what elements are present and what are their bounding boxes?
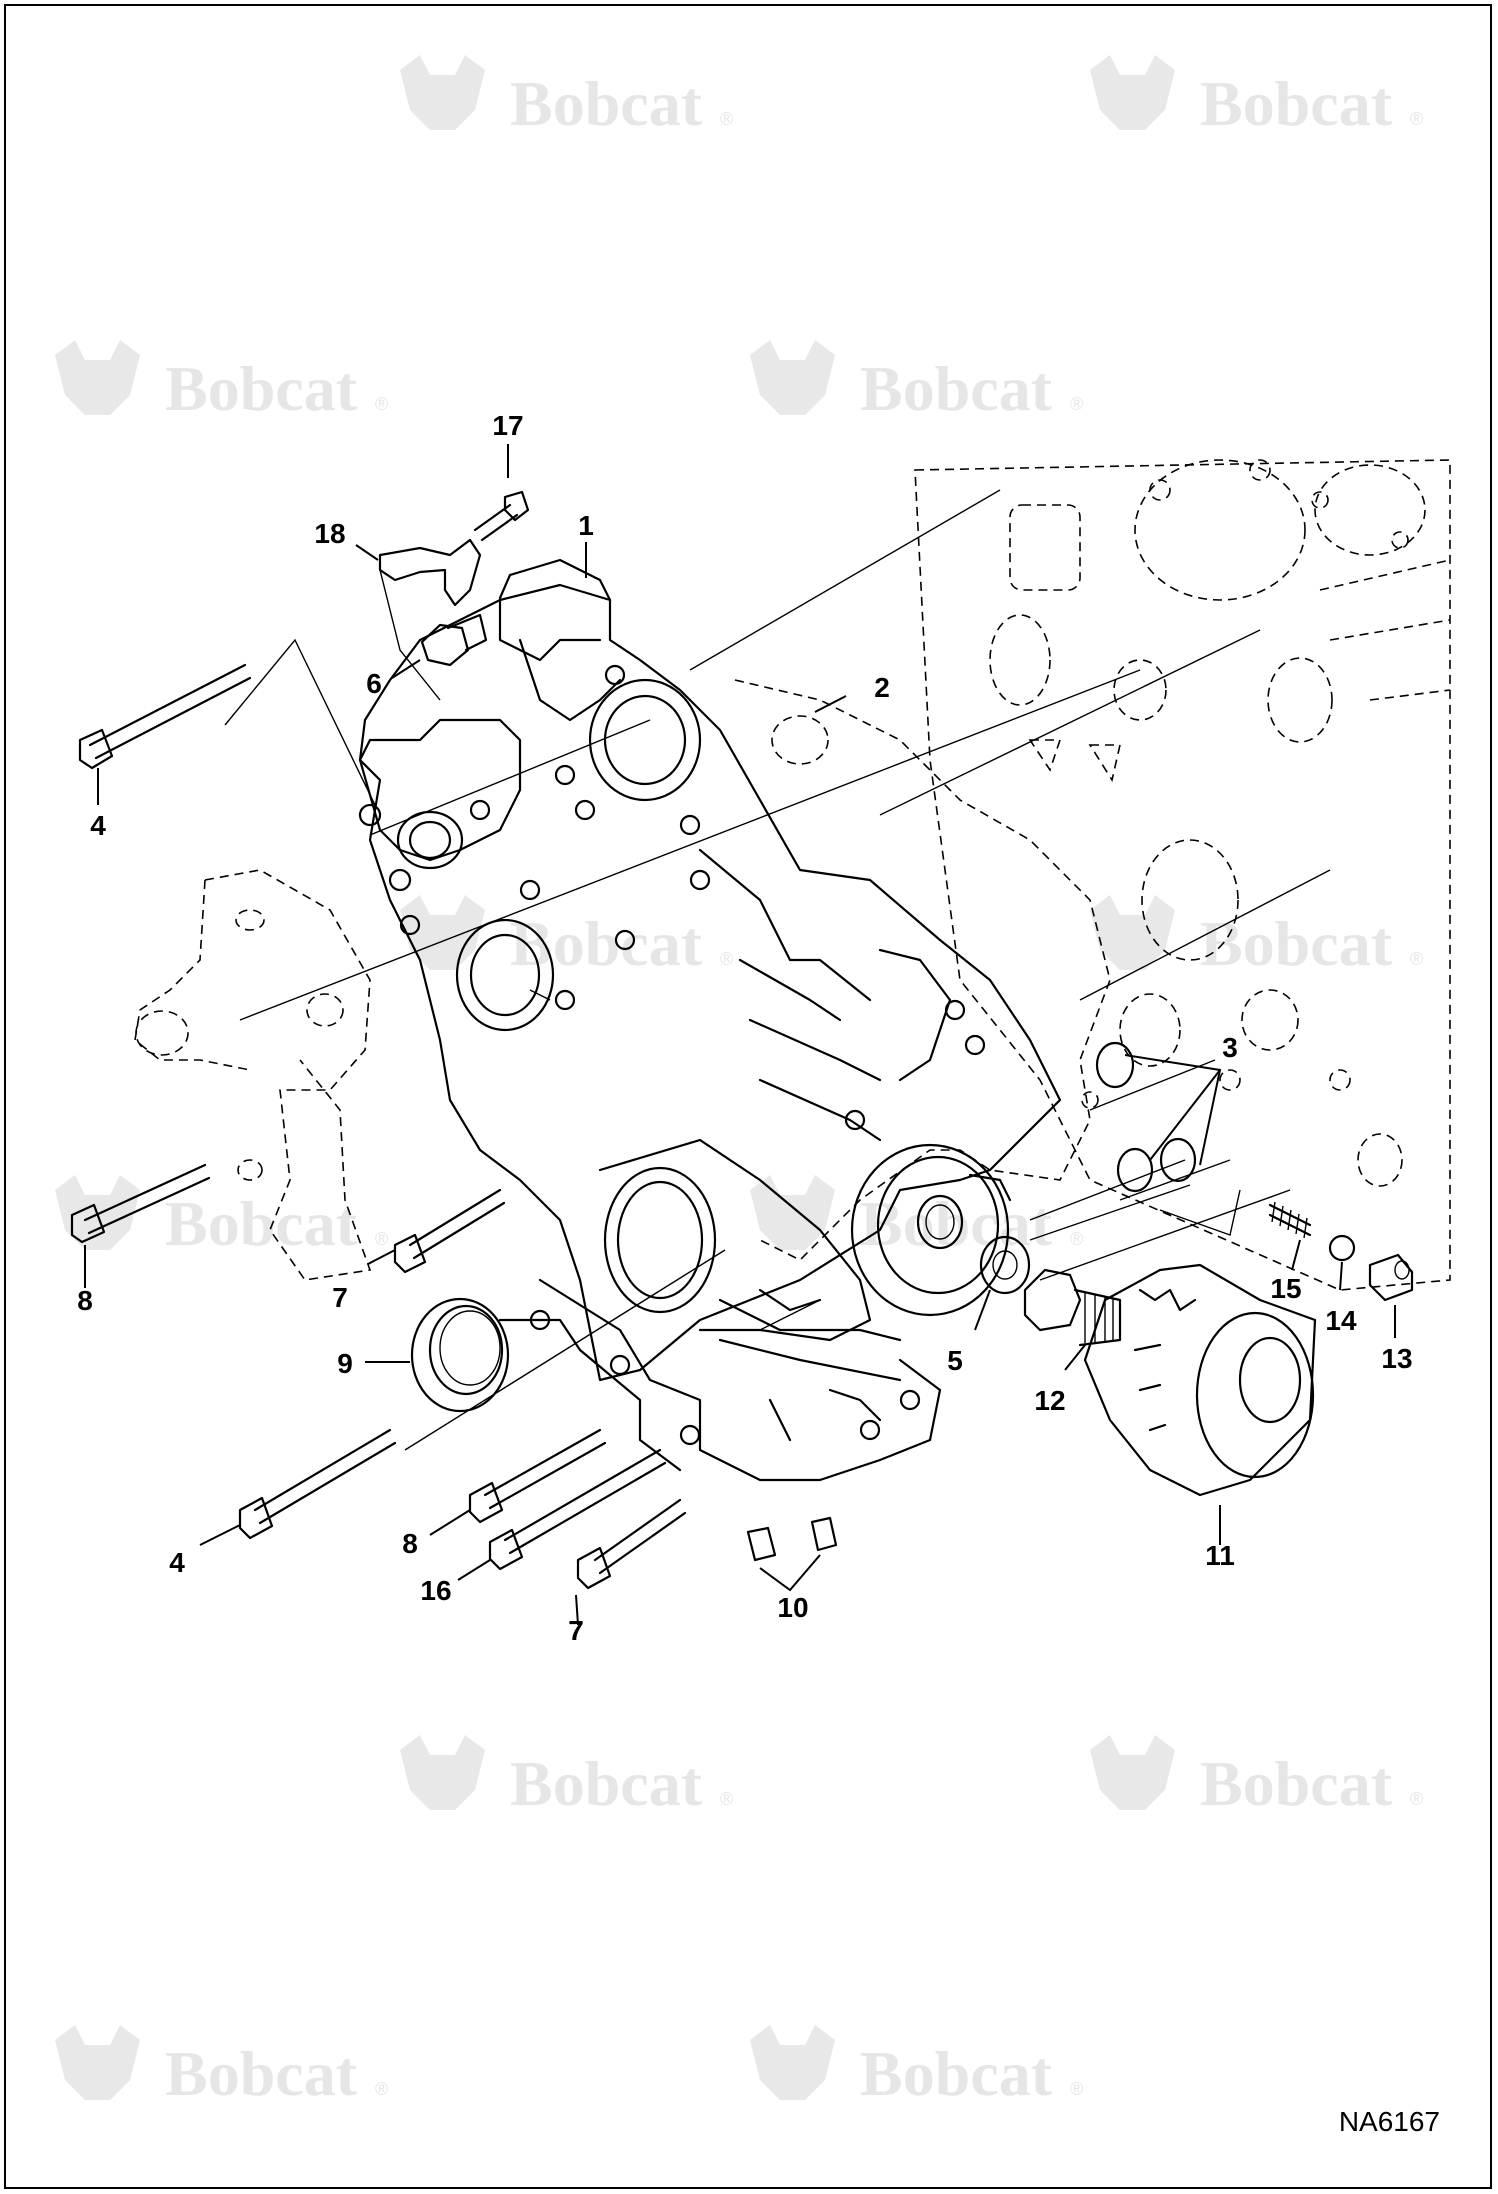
watermark-brand-text: Bobcat [165, 2038, 358, 2109]
bobcat-logo-icon [1090, 895, 1175, 970]
bobcat-watermark: Bobcat ® [750, 2025, 1083, 2109]
bobcat-watermark: Bobcat ® [55, 340, 388, 424]
oil-filter-nipple [1023, 1268, 1122, 1347]
callout-12: 12 [1034, 1385, 1065, 1416]
watermark-registered-mark: ® [720, 109, 733, 129]
bobcat-watermark: Bobcat ® [400, 55, 733, 139]
callout-4-upper: 4 [90, 810, 106, 841]
callout-11: 11 [1205, 1540, 1235, 1571]
oil-filter [1083, 1263, 1317, 1497]
engine-block [914, 459, 1451, 1291]
watermark-brand-text: Bobcat [860, 2038, 1053, 2109]
bobcat-logo-icon [750, 2025, 835, 2100]
bobcat-watermark: Bobcat ® [55, 1175, 388, 1259]
callout-7-lower: 7 [568, 1615, 584, 1646]
bobcat-logo-icon [750, 1175, 835, 1250]
diagram-frame [4, 4, 1492, 2189]
relief-valve-parts [1268, 1201, 1414, 1302]
callout-8-upper: 8 [77, 1285, 93, 1316]
callout-3: 3 [1222, 1032, 1238, 1063]
oil-filter-base [850, 1143, 1012, 1317]
gear-case-cover [358, 558, 1062, 1482]
bobcat-logo-icon [55, 340, 140, 415]
washer [979, 1235, 1031, 1295]
bobcat-watermark: Bobcat ® [400, 895, 733, 979]
gasket [734, 679, 1111, 1261]
callout-6: 6 [366, 668, 382, 699]
bobcat-watermark: Bobcat ® [1090, 55, 1423, 139]
bobcat-logo-icon [400, 895, 485, 970]
bobcat-logo-icon [1090, 55, 1175, 130]
watermark-brand-text: Bobcat [1200, 908, 1393, 979]
callout-5: 5 [947, 1345, 963, 1376]
callout-16: 16 [420, 1575, 451, 1606]
watermark-registered-mark: ® [375, 2079, 388, 2099]
watermark-brand-text: Bobcat [860, 1188, 1053, 1259]
bobcat-watermark: Bobcat ® [55, 2025, 388, 2109]
watermark-brand-text: Bobcat [510, 908, 703, 979]
o-rings [1095, 1041, 1197, 1193]
oil-seal [410, 1297, 510, 1413]
watermark-brand-text: Bobcat [510, 68, 703, 139]
callout-4-lower: 4 [169, 1547, 185, 1578]
callout-2: 2 [874, 672, 890, 703]
callout-1: 1 [578, 510, 594, 541]
bobcat-watermark: Bobcat ® [750, 1175, 1083, 1259]
watermark-registered-mark: ® [720, 1789, 733, 1809]
watermark-registered-mark: ® [1070, 1229, 1083, 1249]
watermark-brand-text: Bobcat [510, 1748, 703, 1819]
watermark-registered-mark: ® [1410, 949, 1423, 969]
drawing-number: NA6167 [1338, 2106, 1440, 2137]
callout-15: 15 [1270, 1273, 1301, 1304]
bobcat-logo-icon [1090, 1735, 1175, 1810]
bobcat-logo-icon [750, 340, 835, 415]
watermark-brand-text: Bobcat [1200, 68, 1393, 139]
watermark-brand-text: Bobcat [165, 353, 358, 424]
callout-13: 13 [1381, 1343, 1412, 1374]
bobcat-watermark: Bobcat ® [1090, 1735, 1423, 1819]
watermark-brand-text: Bobcat [860, 353, 1053, 424]
watermark-registered-mark: ® [1070, 394, 1083, 414]
watermark-registered-mark: ® [1410, 109, 1423, 129]
callout-17: 17 [492, 410, 523, 441]
bobcat-watermark: Bobcat ® [750, 340, 1083, 424]
assembly-guide-lines [224, 489, 1331, 1451]
callout-10: 10 [777, 1592, 808, 1623]
callout-18: 18 [314, 518, 345, 549]
watermark-registered-mark: ® [375, 394, 388, 414]
leader-lines [84, 444, 1396, 1626]
bobcat-watermark: Bobcat ® [1090, 895, 1423, 979]
bracket [378, 538, 482, 607]
bobcat-logo-icon [400, 1735, 485, 1810]
bobcat-watermark: Bobcat ® [400, 1735, 733, 1819]
watermark-registered-mark: ® [720, 949, 733, 969]
callout-8-lower: 8 [402, 1528, 418, 1559]
callout-14: 14 [1325, 1305, 1357, 1336]
callout-9: 9 [337, 1348, 353, 1379]
callout-labels: 17 18 1 2 6 4 3 8 7 9 5 12 15 14 13 4 8 … [77, 410, 1412, 1646]
watermark-registered-mark: ® [1410, 1789, 1423, 1809]
water-pump [134, 869, 372, 1281]
callout-7-upper: 7 [332, 1282, 348, 1313]
watermark-brand-text: Bobcat [1200, 1748, 1393, 1819]
watermark-layer: Bobcat®Bobcat®Bobcat®Bobcat®Bobcat®Bobca… [55, 55, 1423, 2109]
bobcat-logo-icon [400, 55, 485, 130]
watermark-registered-mark: ® [375, 1229, 388, 1249]
watermark-brand-text: Bobcat [165, 1188, 358, 1259]
bobcat-logo-icon [55, 2025, 140, 2100]
watermark-registered-mark: ® [1070, 2079, 1083, 2099]
bolts [70, 490, 838, 1590]
